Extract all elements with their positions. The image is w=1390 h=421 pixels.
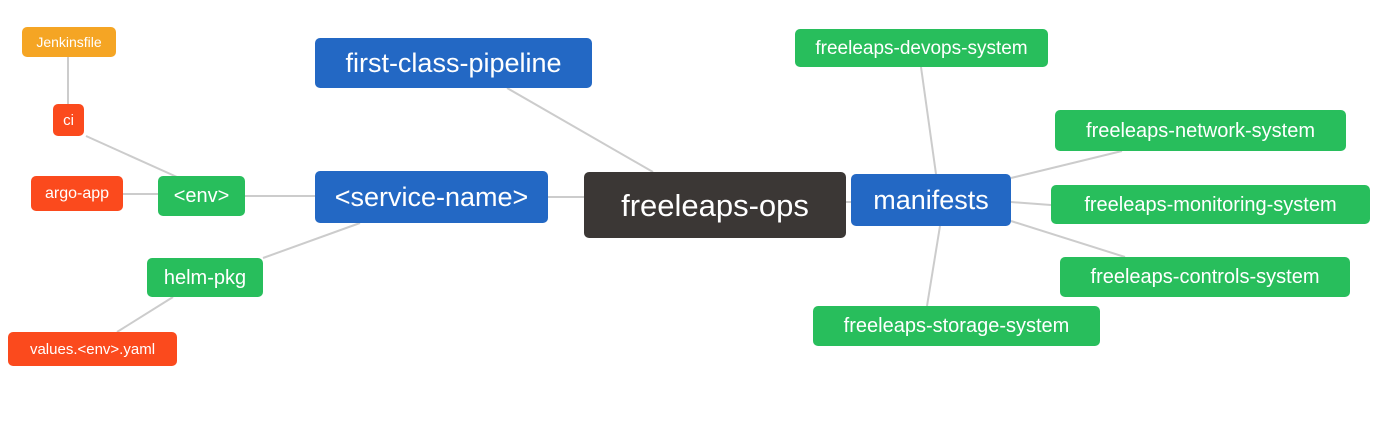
edge-manifests--freeleaps-controls-system [1010,220,1126,258]
edge-manifests--freeleaps-network-system [1010,150,1123,179]
node-env[interactable]: <env> [158,176,245,216]
edge-first-class-pipeline--freeleaps-ops [506,87,654,173]
node-freeleaps-controls-system[interactable]: freeleaps-controls-system [1060,257,1350,297]
node-jenkinsfile[interactable]: Jenkinsfile [22,27,116,57]
edge-helm-pkg--values-env-yaml [116,296,174,333]
edge-manifests--freeleaps-monitoring-system [1010,201,1052,206]
node-freeleaps-devops-system[interactable]: freeleaps-devops-system [795,29,1048,67]
edge-ci--env [85,135,178,178]
node-freeleaps-monitoring-system[interactable]: freeleaps-monitoring-system [1051,185,1370,224]
node-argo-app[interactable]: argo-app [31,176,123,211]
node-freeleaps-storage-system[interactable]: freeleaps-storage-system [813,306,1100,346]
node-manifests[interactable]: manifests [851,174,1011,226]
node-ci[interactable]: ci [53,104,84,136]
node-values-env-yaml[interactable]: values.<env>.yaml [8,332,177,366]
node-freeleaps-ops[interactable]: freeleaps-ops [584,172,846,238]
node-first-class-pipeline[interactable]: first-class-pipeline [315,38,592,88]
edge-manifests--freeleaps-devops-system [920,66,937,175]
edge-service-name--helm-pkg [262,222,361,259]
node-helm-pkg[interactable]: helm-pkg [147,258,263,297]
edge-manifests--freeleaps-storage-system [926,225,941,307]
node-freeleaps-network-system[interactable]: freeleaps-network-system [1055,110,1346,151]
node-service-name[interactable]: <service-name> [315,171,548,223]
